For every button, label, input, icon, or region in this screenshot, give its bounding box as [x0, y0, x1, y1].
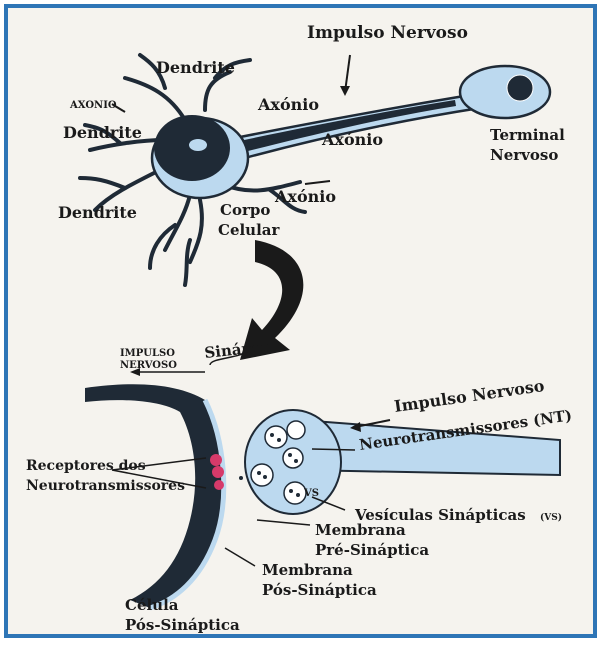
label-impulso-nervoso-top: Impulso Nervoso — [307, 23, 468, 43]
label-sinapse: Sinápse — [204, 337, 271, 362]
label-celula-2: Pós-Sináptica — [125, 616, 240, 634]
label-membrana-pre-1: Membrana — [315, 521, 406, 539]
label-impulso-2: NERVOSO — [120, 360, 177, 371]
label-axonio-small: AXONIO — [69, 100, 117, 111]
label-corpo-2: Celular — [218, 221, 281, 239]
label-dendrite-left: Dendrite — [63, 123, 142, 142]
label-dendrite-bottom: Dendrite — [58, 203, 137, 222]
axonio-lower-arrow — [305, 181, 330, 184]
label-axonio-arrow: Axónio — [257, 95, 319, 114]
label-terminal-2: Nervoso — [490, 146, 558, 164]
label-receptores-1: Receptores dos — [26, 458, 146, 474]
label-celula-1: Célula — [125, 596, 179, 614]
nt-pointer — [312, 449, 355, 450]
terminal-vesicles — [507, 75, 533, 101]
label-axonio-mid: Axónio — [321, 130, 383, 149]
impulse-arrow-head — [340, 86, 350, 96]
label-axonio-lower: Axónio — [274, 187, 336, 206]
post-membrane-pointer — [225, 548, 255, 566]
post-synaptic-cell — [85, 384, 224, 608]
label-membrana-pre-2: Pré-Sináptica — [315, 541, 429, 559]
label-terminal-1: Terminal — [490, 126, 565, 144]
label-dendrite-top: Dendrite — [156, 58, 235, 77]
label-corpo-1: Corpo — [220, 201, 270, 219]
pre-membrane-pointer — [257, 520, 310, 525]
label-impulso-nervoso-right: Impulso Nervoso — [393, 376, 546, 416]
label-membrana-pos-1: Membrana — [262, 561, 353, 579]
label-receptores-2: Neurotransmissores — [26, 478, 185, 494]
nucleus — [189, 139, 207, 151]
label-vesiculas-abbr: (VS) — [540, 512, 562, 523]
label-vs: VS — [303, 488, 319, 499]
label-membrana-pos-2: Pós-Sináptica — [262, 581, 377, 599]
label-impulso-1: IMPULSO — [120, 348, 175, 359]
nerve-terminal — [460, 66, 550, 118]
